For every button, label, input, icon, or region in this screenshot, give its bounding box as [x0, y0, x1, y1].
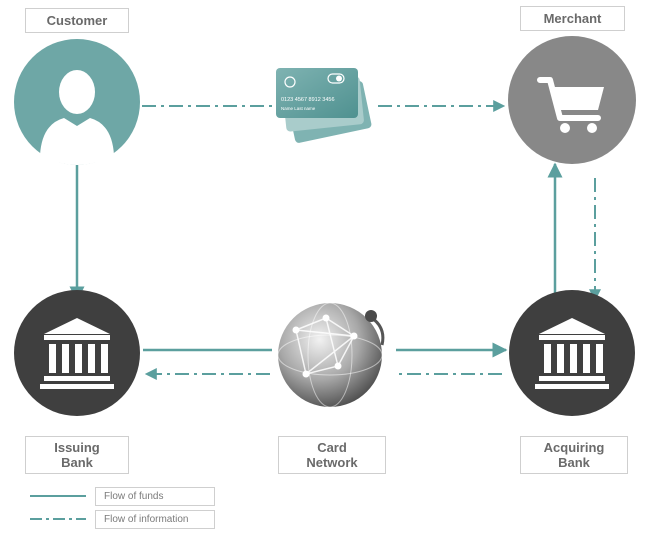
globe-network-icon: [277, 302, 385, 408]
merchant-node: [508, 36, 636, 164]
credit-card-icon: 0123 4567 8912 3456 Name Last name: [276, 68, 372, 143]
card-network-label-line2: Network: [306, 455, 358, 470]
bank-building-icon: [535, 318, 609, 389]
customer-node: [14, 39, 140, 165]
customer-label-text: Customer: [46, 13, 108, 28]
person-icon: [40, 70, 114, 165]
issuing-bank-label: Issuing Bank: [25, 436, 129, 474]
acquiring-bank-label: Acquiring Bank: [520, 436, 628, 474]
card-network-label: Card Network: [278, 436, 386, 474]
card-network-label-line1: Card: [317, 440, 347, 455]
card-number-text: 0123 4567 8912 3456: [281, 97, 335, 103]
issuing-bank-label-line1: Issuing: [54, 440, 100, 455]
merchant-label-text: Merchant: [543, 11, 602, 26]
legend-information-text: Flow of information: [104, 514, 189, 525]
acquiring-bank-label-line1: Acquiring: [543, 440, 605, 455]
acquiring-bank-node: [509, 290, 635, 416]
legend-information: Flow of information: [95, 510, 215, 529]
merchant-label: Merchant: [520, 6, 625, 31]
shopping-cart-icon: [537, 77, 604, 133]
bank-building-icon: [40, 318, 114, 389]
legend-funds-text: Flow of funds: [104, 491, 164, 502]
issuing-bank-node: [14, 290, 140, 416]
customer-label: Customer: [25, 8, 129, 33]
card-name-text: Name Last name: [281, 106, 316, 111]
acquiring-bank-label-line2: Bank: [558, 455, 590, 470]
issuing-bank-label-line2: Bank: [61, 455, 93, 470]
legend-funds: Flow of funds: [95, 487, 215, 506]
